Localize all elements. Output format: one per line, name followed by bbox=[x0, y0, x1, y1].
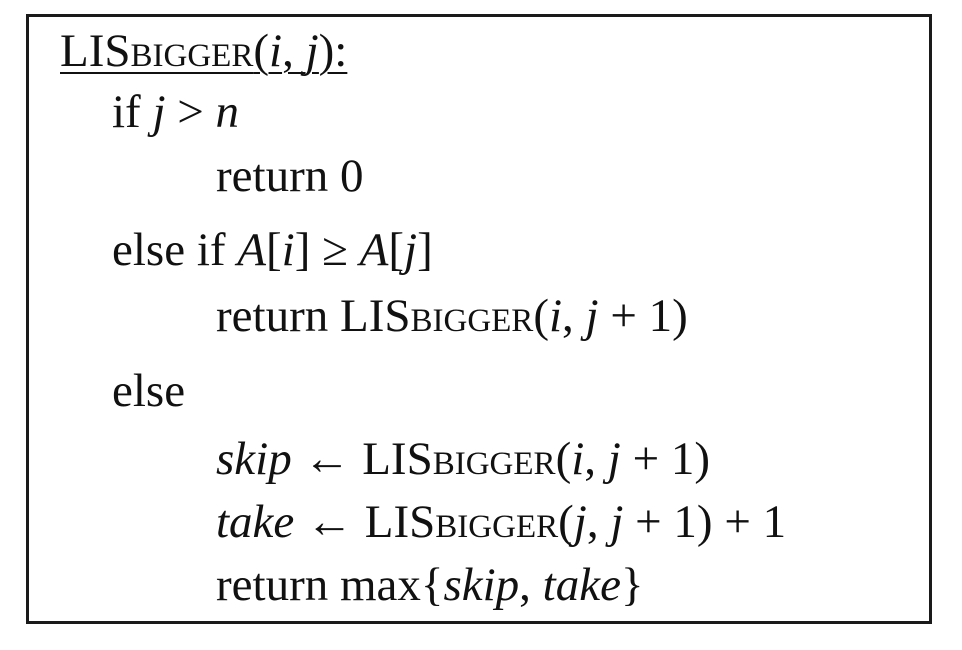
var-i: i bbox=[571, 433, 585, 485]
var-j: j bbox=[607, 433, 621, 485]
bracket-close: ] bbox=[294, 224, 311, 276]
function-name-smallcaps: bigger bbox=[410, 290, 534, 342]
call-rest: + 1) bbox=[620, 433, 711, 485]
function-name-upper: LIS bbox=[339, 290, 411, 342]
function-name-upper: LIS bbox=[60, 25, 131, 77]
assign-arrow: ← bbox=[291, 433, 363, 485]
var-n: n bbox=[215, 86, 240, 138]
line-if: if j > n bbox=[112, 89, 239, 136]
function-name-smallcaps: bigger bbox=[435, 496, 559, 548]
comma: , bbox=[519, 559, 543, 611]
paren-open: ( bbox=[533, 290, 549, 342]
algorithm-heading: LISbigger(i, j): bbox=[60, 28, 347, 75]
brace-close: } bbox=[620, 559, 644, 611]
var-skip: skip bbox=[443, 559, 520, 611]
comma: , bbox=[282, 25, 306, 77]
line-return-max: return max{skip, take} bbox=[216, 562, 644, 609]
line-else: else bbox=[112, 368, 185, 415]
call-rest: + 1) bbox=[598, 290, 688, 342]
comma: , bbox=[586, 496, 611, 548]
line-skip: skip ← LISbigger(i, j + 1) bbox=[216, 436, 710, 483]
var-j: j bbox=[585, 290, 599, 342]
function-name-upper: LIS bbox=[362, 433, 433, 485]
var-j: j bbox=[610, 496, 624, 548]
operator-gt: > bbox=[165, 86, 216, 138]
var-take: take bbox=[542, 559, 621, 611]
param-i: i bbox=[269, 25, 283, 77]
line-else-if: else if A[i] ≥ A[j] bbox=[112, 227, 433, 274]
paren-open: ( bbox=[555, 433, 572, 485]
operator-geq: ≥ bbox=[310, 224, 360, 276]
line-return-call: return LISbigger(i, j + 1) bbox=[216, 293, 688, 340]
var-skip: skip bbox=[216, 433, 292, 485]
return-zero: return 0 bbox=[216, 150, 364, 202]
var-A: A bbox=[359, 224, 389, 276]
var-i: i bbox=[281, 224, 295, 276]
algorithm-box bbox=[26, 14, 932, 624]
var-take: take bbox=[216, 496, 295, 548]
call-rest: + 1) + 1 bbox=[623, 496, 787, 548]
assign-arrow: ← bbox=[294, 496, 365, 548]
paren-open: ( bbox=[558, 496, 574, 548]
keyword-if: if bbox=[112, 86, 153, 138]
bracket-open: [ bbox=[266, 224, 282, 276]
line-take: take ← LISbigger(j, j + 1) + 1 bbox=[216, 499, 786, 546]
comma: , bbox=[562, 290, 586, 342]
var-j: j bbox=[404, 224, 418, 276]
var-j: j bbox=[573, 496, 587, 548]
paren-open: ( bbox=[253, 25, 269, 77]
keyword-else: else bbox=[112, 365, 186, 417]
function-name-smallcaps: bigger bbox=[432, 433, 556, 485]
keyword-else-if: else if bbox=[112, 224, 238, 276]
function-name-smallcaps: bigger bbox=[130, 25, 254, 77]
keyword-return: return bbox=[216, 290, 340, 342]
bracket-close: ] bbox=[417, 224, 433, 276]
function-name-upper: LIS bbox=[364, 496, 436, 548]
bracket-open: [ bbox=[388, 224, 405, 276]
var-A: A bbox=[237, 224, 266, 276]
paren-close-colon: ): bbox=[318, 25, 348, 77]
line-return-zero: return 0 bbox=[216, 153, 363, 200]
var-i: i bbox=[548, 290, 563, 342]
comma: , bbox=[584, 433, 608, 485]
param-j: j bbox=[305, 25, 319, 77]
var-j: j bbox=[152, 86, 166, 138]
return-max: return max{ bbox=[216, 559, 444, 611]
